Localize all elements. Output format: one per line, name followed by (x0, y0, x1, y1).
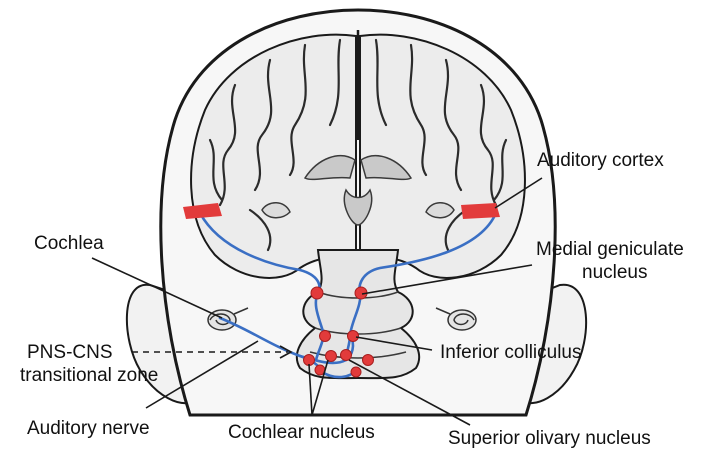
label-medial-geniculate-line1: Medial geniculate (536, 239, 684, 260)
cochlear-nucleus-left (304, 355, 315, 366)
cochlear-nucleus-right (363, 355, 374, 366)
superior-olive-lower (351, 367, 361, 377)
medial-geniculate-left (311, 287, 323, 299)
label-auditory-nerve: Auditory nerve (27, 418, 150, 439)
label-cochlear-nucleus: Cochlear nucleus (228, 422, 375, 443)
superior-olive-left (326, 351, 337, 362)
label-superior-olivary-nucleus: Superior olivary nucleus (448, 428, 651, 449)
label-cochlea: Cochlea (34, 233, 104, 254)
label-medial-geniculate-line2: nucleus (582, 262, 648, 283)
inferior-colliculus-right (348, 331, 359, 342)
inferior-colliculus-left (320, 331, 331, 342)
label-pns-cns-line1: PNS-CNS (27, 342, 113, 363)
superior-olive-right (341, 350, 352, 361)
label-pns-cns-line2: transitional zone (20, 365, 158, 386)
label-inferior-colliculus: Inferior colliculus (440, 342, 582, 363)
auditory-cortex-right (461, 203, 500, 219)
label-auditory-cortex: Auditory cortex (537, 150, 664, 171)
